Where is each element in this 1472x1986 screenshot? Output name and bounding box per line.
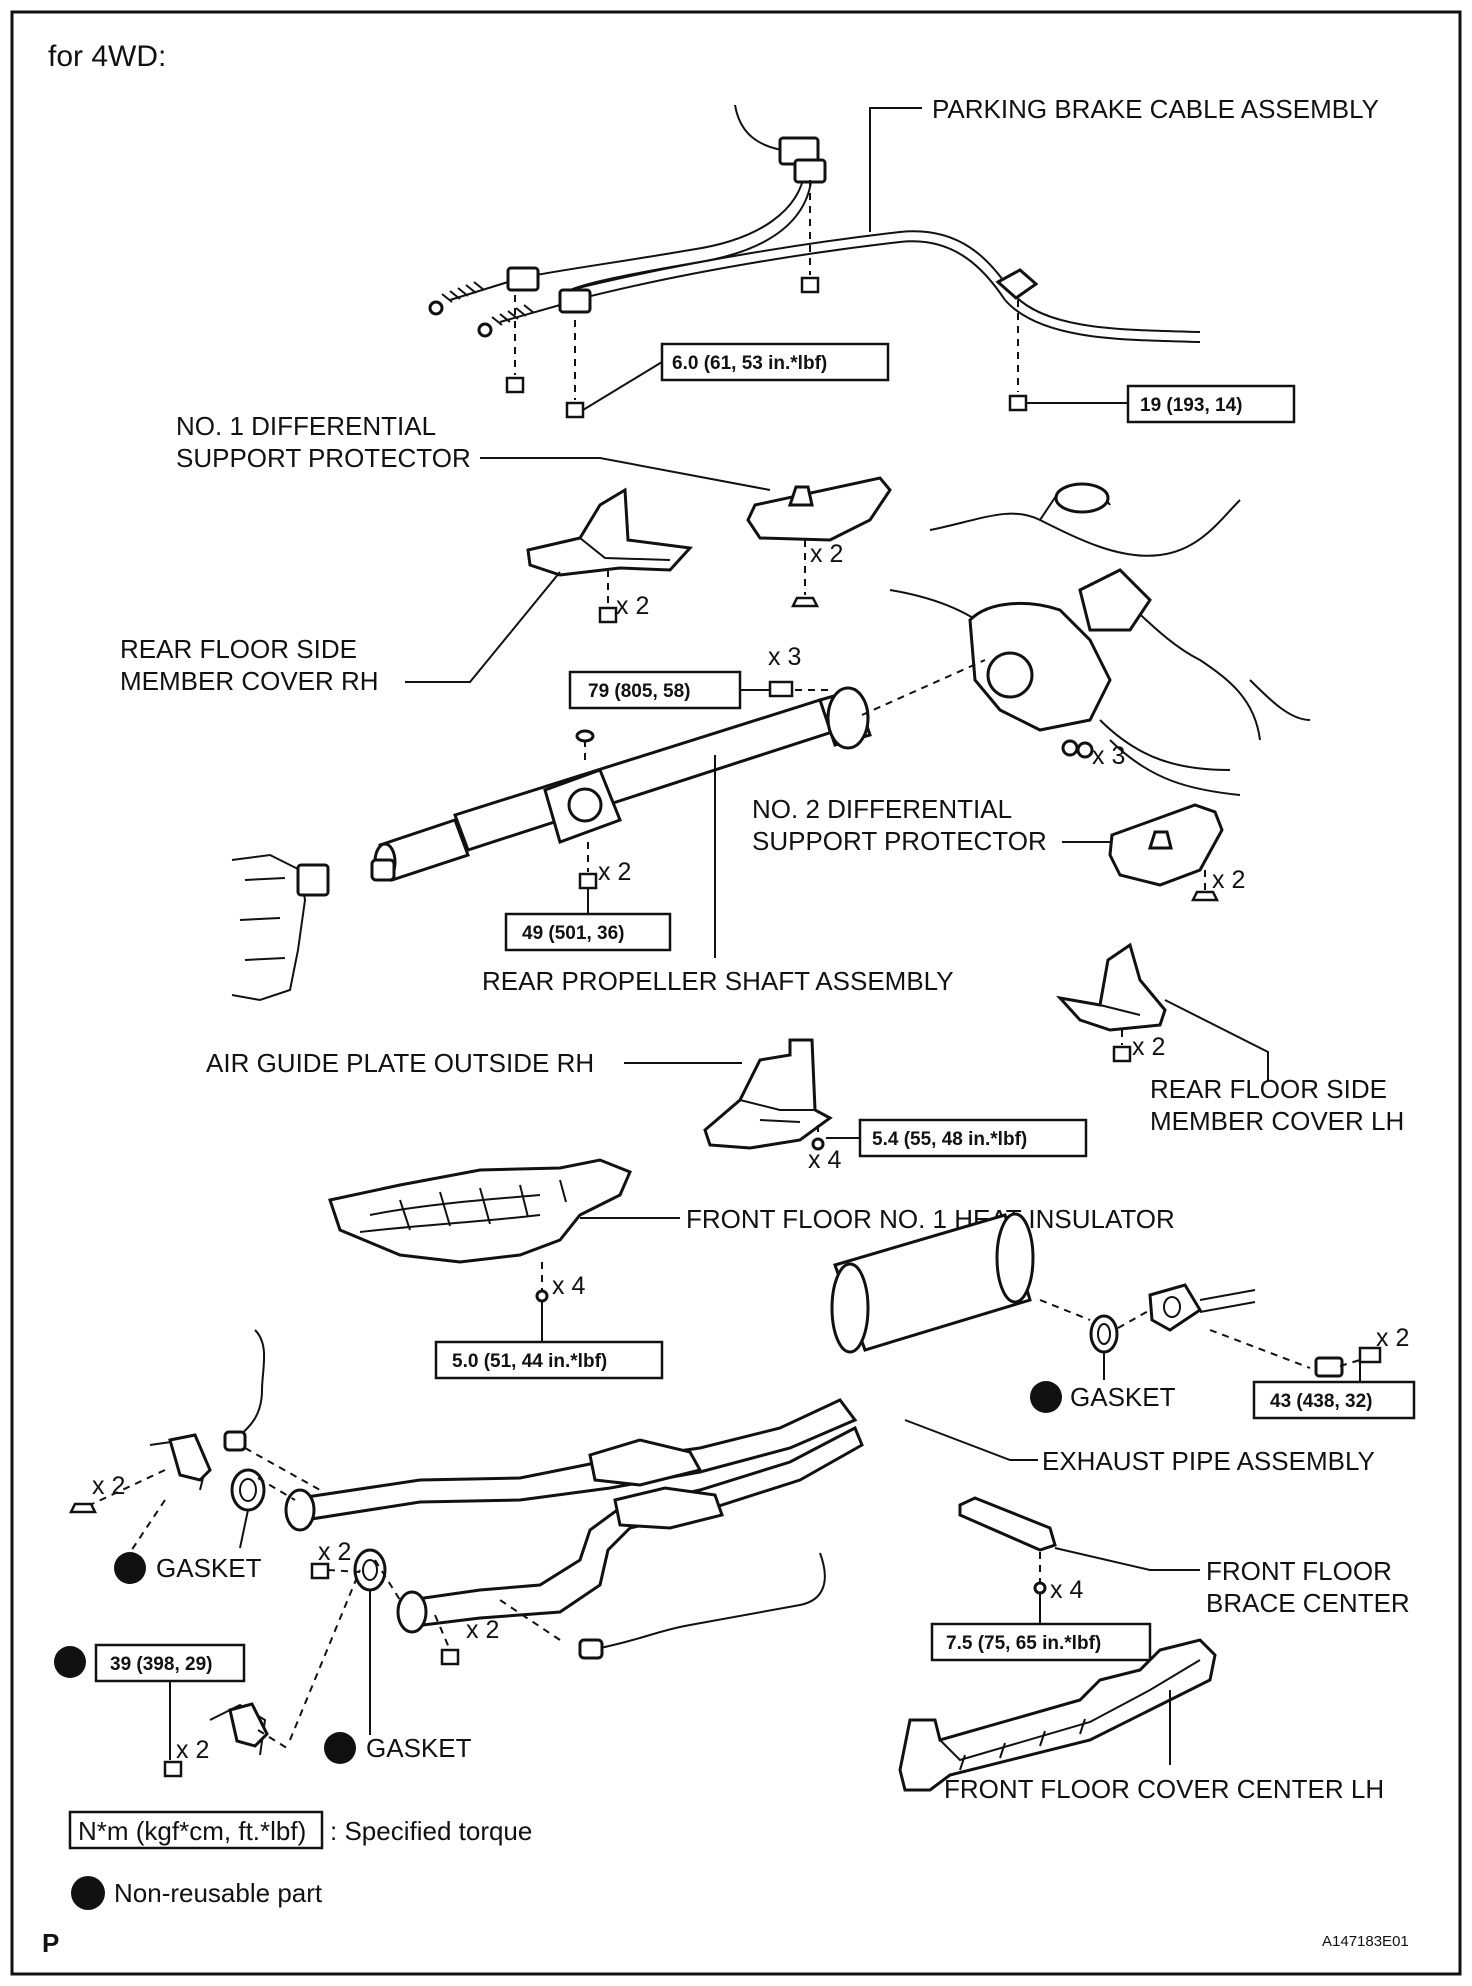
transmission-drawing xyxy=(231,853,330,1002)
rear-floor-cover-rh-label-2: MEMBER COVER RH xyxy=(120,666,379,696)
front-floor-brace-leader xyxy=(1054,1547,1200,1571)
legend-torque-desc: : Specified torque xyxy=(330,1816,532,1846)
gasket-left-label: GASKET xyxy=(156,1553,262,1583)
rear-gasket-drawing xyxy=(1039,1283,1382,1378)
torque-19: 19 (193, 14) xyxy=(1140,395,1242,416)
torque-box-39 xyxy=(94,1643,246,1683)
front-floor-brace-label-1: FRONT FLOOR xyxy=(1206,1556,1392,1586)
parking-brake-cable-leader xyxy=(869,107,922,232)
parking-brake-cable-drawing xyxy=(428,104,1201,419)
footer-left: P xyxy=(42,1928,59,1958)
rear-differential-drawing xyxy=(889,482,1311,796)
rear-floor-cover-lh-drawing xyxy=(1055,942,1167,1063)
torque-6-0-leader xyxy=(582,361,663,411)
nonreusable-dot-gasket-left xyxy=(114,1552,146,1584)
torque-79: 79 (805, 58) xyxy=(588,681,690,702)
heat-insulator-label: FRONT FLOOR NO. 1 HEAT INSULATOR xyxy=(686,1204,1175,1234)
no1-diff-protector-qty: x 2 xyxy=(810,540,843,568)
torque-box-49 xyxy=(504,912,672,952)
no2-diff-protector-qty: x 2 xyxy=(1212,866,1245,894)
rear-flange-bolt-qty: x 2 xyxy=(1376,1324,1409,1352)
torque-5-0: 5.0 (51, 44 in.*lbf) xyxy=(452,1351,607,1372)
rear-floor-cover-rh-drawing xyxy=(526,487,694,624)
air-guide-plate-label: AIR GUIDE PLATE OUTSIDE RH xyxy=(206,1048,594,1078)
no1-diff-protector-label-1: NO. 1 DIFFERENTIAL xyxy=(176,411,436,441)
torque-box-5-0 xyxy=(434,1340,664,1380)
no1-diff-protector-leader xyxy=(480,457,771,491)
air-guide-plate-drawing xyxy=(703,1038,833,1151)
torque-box-79 xyxy=(568,670,742,710)
nonreusable-dot-gasket-lower xyxy=(324,1732,356,1764)
rear-gasket-label: GASKET xyxy=(1070,1382,1176,1412)
prop-shaft-top-bolt-qty: x 3 xyxy=(768,643,801,671)
torque-6-0: 6.0 (61, 53 in.*lbf) xyxy=(672,353,827,374)
exhaust-pipe-leader xyxy=(904,1419,1038,1461)
torque-box-7-5 xyxy=(930,1622,1152,1662)
legend-torque-box-text: N*m (kgf*cm, ft.*lbf) xyxy=(78,1816,306,1846)
no1-diff-protector-label-2: SUPPORT PROTECTOR xyxy=(176,443,471,473)
torque-7-5: 7.5 (75, 65 in.*lbf) xyxy=(946,1633,1101,1654)
torque-box-43 xyxy=(1252,1380,1416,1420)
brace-bolt-qty: x 4 xyxy=(1050,1576,1083,1604)
exhaust-pipe-label: EXHAUST PIPE ASSEMBLY xyxy=(1042,1446,1375,1476)
front-flange-bolt-qty-mid: x 2 xyxy=(318,1538,351,1566)
footer-code: A147183E01 xyxy=(1322,1933,1409,1950)
front-floor-brace-label-2: BRACE CENTER xyxy=(1206,1588,1410,1618)
prop-shaft-lower-bolt-qty: x 2 xyxy=(598,858,631,886)
legend-nonreusable-dot xyxy=(71,1876,105,1910)
rear-floor-cover-rh-leader xyxy=(405,571,561,683)
exhaust-pipe-drawing xyxy=(223,1212,1035,1660)
front-gaskets-drawing xyxy=(68,1433,460,1778)
no2-diff-protector-label-1: NO. 2 DIFFERENTIAL xyxy=(752,794,1012,824)
front-flange-bolt-qty-lower: x 2 xyxy=(466,1616,499,1644)
front-flange-bolt-qty-left: x 2 xyxy=(92,1472,125,1500)
heat-insulator-drawing xyxy=(328,1158,632,1303)
rear-floor-cover-rh-label-1: REAR FLOOR SIDE xyxy=(120,634,357,664)
torque-5-4: 5.4 (55, 48 in.*lbf) xyxy=(872,1129,1027,1150)
diagram-heading: for 4WD: xyxy=(48,40,166,73)
no2-diff-protector-drawing xyxy=(1108,803,1224,902)
front-floor-cover-drawing xyxy=(898,1638,1217,1792)
front-floor-cover-label: FRONT FLOOR COVER CENTER LH xyxy=(944,1774,1384,1804)
torque-39: 39 (398, 29) xyxy=(110,1654,212,1675)
nonreusable-dot-torque-39 xyxy=(54,1646,86,1678)
rear-floor-cover-lh-label-2: MEMBER COVER LH xyxy=(1150,1106,1404,1136)
rear-floor-cover-rh-qty: x 2 xyxy=(616,592,649,620)
rear-floor-cover-lh-label-1: REAR FLOOR SIDE xyxy=(1150,1074,1387,1104)
front-flange-bolt-qty-bottom: x 2 xyxy=(176,1736,209,1764)
torque-box-6-0 xyxy=(660,342,890,382)
torque-box-5-4 xyxy=(858,1118,1088,1158)
legend-torque-box xyxy=(68,1810,324,1850)
torque-box-19 xyxy=(1126,384,1296,424)
gasket-lower-label: GASKET xyxy=(366,1733,472,1763)
rear-floor-cover-lh-leader xyxy=(1164,999,1269,1082)
nonreusable-dot-rear-gasket xyxy=(1030,1381,1062,1413)
heat-insulator-qty: x 4 xyxy=(552,1272,585,1300)
no1-diff-protector-drawing xyxy=(746,476,892,608)
diff-nut-qty: x 3 xyxy=(1092,742,1125,770)
gasket-left-leader xyxy=(239,1509,249,1549)
legend-nonreusable-text: Non-reusable part xyxy=(114,1878,323,1908)
parking-brake-cable-label: PARKING BRAKE CABLE ASSEMBLY xyxy=(932,94,1379,124)
torque-43: 43 (438, 32) xyxy=(1270,1391,1372,1412)
no2-diff-protector-label-2: SUPPORT PROTECTOR xyxy=(752,826,1047,856)
rear-floor-cover-lh-qty: x 2 xyxy=(1132,1033,1165,1061)
diagram-frame xyxy=(10,10,1462,1976)
torque-49: 49 (501, 36) xyxy=(522,923,624,944)
rear-prop-shaft-label: REAR PROPELLER SHAFT ASSEMBLY xyxy=(482,966,954,996)
air-guide-plate-qty: x 4 xyxy=(808,1146,841,1174)
front-floor-brace-drawing xyxy=(958,1496,1057,1595)
